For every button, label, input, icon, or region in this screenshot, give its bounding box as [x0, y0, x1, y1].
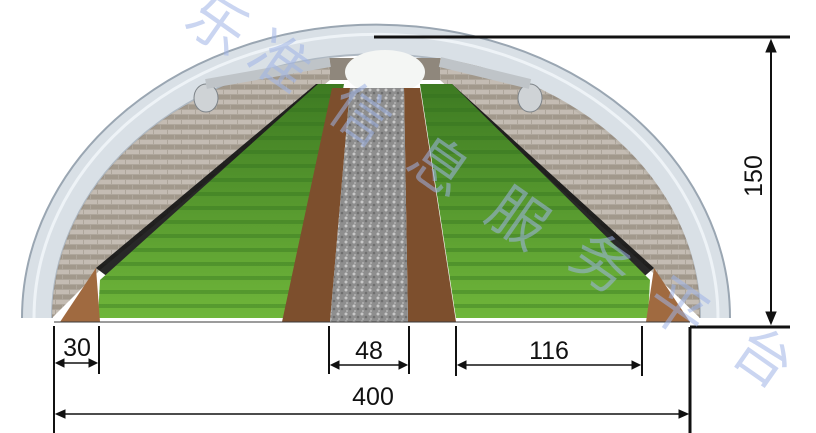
dim-label-total: 400: [352, 383, 394, 411]
left-planting-bed: [98, 84, 344, 318]
dim-label-bed: 116: [529, 337, 569, 365]
dim-label-path: 48: [355, 337, 383, 365]
soil-ridge-path-left: [282, 88, 350, 322]
dimension-lines: [53, 35, 790, 433]
right-planting-bed: [420, 84, 650, 318]
back-opening: [345, 50, 425, 94]
dim-label-height: 150: [740, 155, 768, 197]
gravel-path: [330, 88, 408, 322]
heating-pipes: [193, 57, 543, 113]
dim-label-edge: 30: [63, 334, 91, 362]
soil-ridge-left-edge: [60, 268, 100, 322]
soil-ridge-right-edge: [646, 268, 690, 322]
soil-ridge-path-right: [404, 88, 456, 322]
